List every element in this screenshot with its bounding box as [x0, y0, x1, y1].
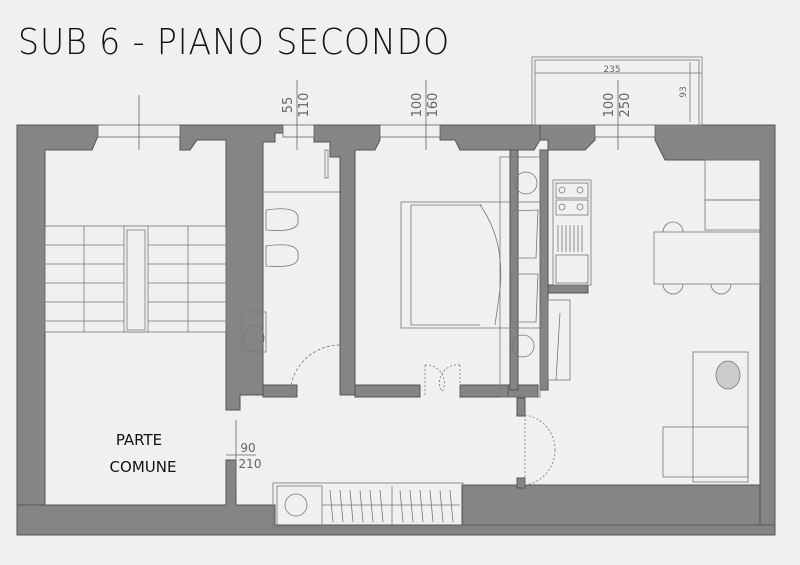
entry-door-width: 90 — [240, 441, 255, 455]
sofa-icon — [692, 351, 749, 483]
bedroom — [400, 156, 542, 398]
living-window-height: 250 — [618, 93, 633, 118]
armchair-icon — [715, 360, 741, 390]
entry-door-height: 210 — [239, 457, 262, 471]
bidet-icon — [265, 208, 299, 231]
lamp-icon — [514, 171, 538, 195]
window-axis-lines — [138, 80, 619, 150]
bath-window-height: 110 — [297, 93, 312, 118]
boiler-icon — [284, 493, 308, 517]
sink-icon — [243, 324, 265, 352]
balcony-depth-label: 93 — [679, 86, 689, 97]
stove-icon — [555, 182, 589, 199]
living-window-width: 100 — [602, 93, 617, 118]
plan-title: SUB 6 - PIANO SECONDO — [18, 22, 451, 63]
balcony — [531, 56, 703, 126]
sink-icon — [555, 254, 589, 284]
dining-table — [653, 231, 761, 285]
lamp-icon — [511, 334, 535, 358]
room-label-line2: COMUNE — [110, 458, 177, 476]
living-door — [524, 414, 556, 486]
bed-window-height: 160 — [426, 93, 441, 118]
pillow-icon — [511, 273, 539, 323]
chair-icon — [662, 283, 684, 295]
chair-icon — [662, 221, 684, 233]
bedroom-door — [424, 364, 461, 395]
bed-window-width: 100 — [410, 93, 425, 118]
entry-door[interactable] — [226, 420, 256, 490]
room-label-line1: PARTE — [116, 431, 162, 449]
wardrobe — [272, 482, 464, 528]
walls — [16, 124, 776, 536]
bathroom — [241, 149, 341, 396]
hanger-icon — [399, 489, 454, 523]
hanger-icon — [329, 489, 384, 523]
toilet-icon — [265, 244, 299, 267]
chair-icon — [710, 283, 732, 295]
window-dimensions: 55 110 100 160 100 250 — [281, 93, 633, 118]
bath-window-width: 55 — [281, 97, 296, 114]
balcony-width-label: 235 — [603, 65, 620, 75]
bed-icon — [400, 201, 542, 329]
drainer-icon — [557, 225, 583, 252]
living — [524, 299, 749, 486]
kitchen — [552, 159, 761, 295]
staircase — [44, 225, 227, 333]
pillow-icon — [511, 209, 539, 259]
coffee-table — [662, 426, 749, 478]
